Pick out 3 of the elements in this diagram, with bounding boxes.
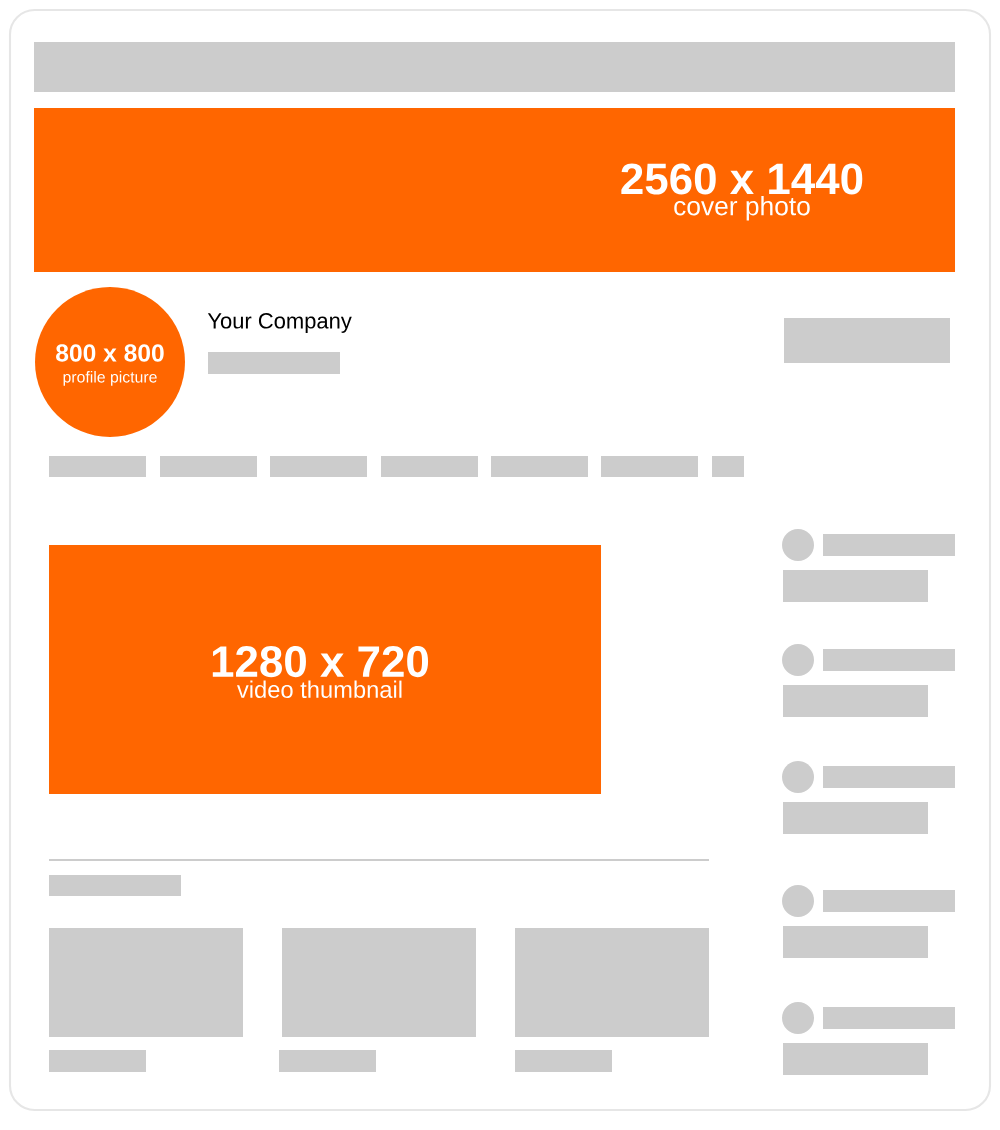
heading-text: Your Company xyxy=(207,313,352,333)
video-thumbnail-box: 1280 x 720 video thumbnail xyxy=(49,545,601,794)
cover-photo-box: 2560 x 1440 cover photo xyxy=(34,108,955,272)
